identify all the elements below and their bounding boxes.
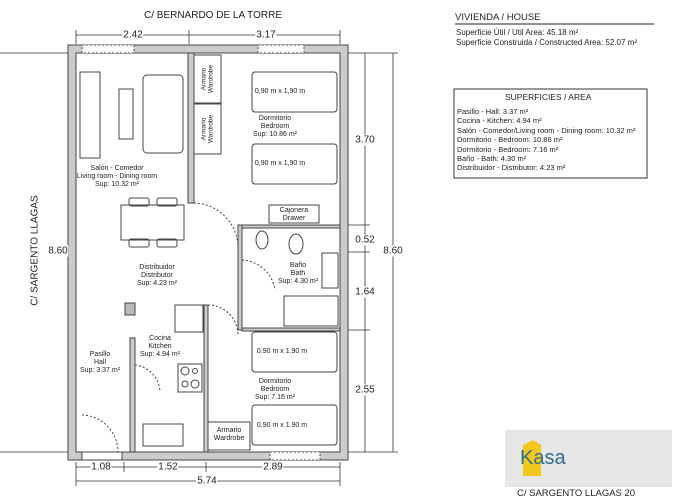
bed-label: 0.90 m x 1.90 m xyxy=(256,422,308,429)
shower xyxy=(283,295,339,327)
bed-label: 0,90 m x 1,90 m xyxy=(254,88,306,95)
kitchen-sink xyxy=(142,423,184,447)
kasa-logo: Kasa xyxy=(520,447,566,469)
door-swing xyxy=(81,414,119,453)
street-left: C/ SARGENTO LLAGAS xyxy=(29,195,41,306)
burner xyxy=(181,380,189,388)
dimension-label: 2.42 xyxy=(122,29,144,41)
window xyxy=(269,451,321,461)
bath-wall xyxy=(241,327,341,332)
window xyxy=(81,44,135,54)
areas-box xyxy=(453,88,648,179)
street-top: C/ BERNARDO DE LA TORRE xyxy=(144,10,282,21)
areas-title: SUPERFICIES / AREA xyxy=(505,92,592,102)
bed-label: 0,90 m x 1,90 m xyxy=(254,160,306,167)
hall-wall xyxy=(129,337,136,453)
dimension-lines xyxy=(0,23,654,486)
bed xyxy=(251,331,338,373)
logo-tag-icon xyxy=(523,440,541,476)
dimension-label: 1.64 xyxy=(354,286,376,298)
burner xyxy=(190,379,200,389)
dining-table xyxy=(120,204,185,241)
bed xyxy=(251,404,338,446)
bath-wall xyxy=(241,224,341,229)
wardrobe xyxy=(193,54,222,104)
bed xyxy=(251,71,338,113)
dimension-label: 8.60 xyxy=(47,245,69,257)
door-swing xyxy=(193,202,239,249)
column xyxy=(124,302,136,316)
dimension-label: 1.52 xyxy=(157,461,179,473)
bed-label: 0.90 m x 1.90 m xyxy=(256,348,308,355)
burner xyxy=(180,366,190,376)
entrance-door xyxy=(81,451,123,461)
house-title: VIVIENDA / HOUSE xyxy=(455,12,541,23)
built-area: Superficie Construida / Constructed Area… xyxy=(456,38,637,47)
dimension-label: 3.70 xyxy=(354,134,376,146)
hob xyxy=(177,363,203,393)
coffee-table xyxy=(118,88,134,140)
sink xyxy=(321,252,339,289)
dimension-label: 3.17 xyxy=(255,29,277,41)
chair xyxy=(128,238,150,248)
wall xyxy=(187,52,195,204)
bed xyxy=(251,143,338,185)
dimension-label: 2.89 xyxy=(262,461,284,473)
wardrobe xyxy=(207,421,251,451)
chair xyxy=(128,197,150,207)
burner xyxy=(192,368,198,374)
drawer xyxy=(268,204,320,224)
fridge xyxy=(174,304,204,333)
kitchen-wall xyxy=(203,304,209,453)
street-bottom: C/ SARGENTO LLAGAS 20 xyxy=(517,488,636,499)
bidet xyxy=(255,230,269,250)
useful-area: Superficie Útil / Util Area: 45.18 m² xyxy=(456,28,579,37)
door-swing xyxy=(207,304,239,336)
toilet xyxy=(288,233,304,255)
sofa xyxy=(142,74,184,154)
dimension-label: 5.74 xyxy=(196,475,218,487)
chair xyxy=(156,238,178,248)
bath-wall xyxy=(237,224,243,331)
wardrobe xyxy=(193,103,222,155)
dimension-label: 2.55 xyxy=(354,384,376,396)
dimension-label: 0.52 xyxy=(354,234,376,246)
tv-unit xyxy=(79,71,101,159)
door-swing xyxy=(134,364,161,393)
dimension-label: 1.08 xyxy=(90,461,112,473)
chair xyxy=(156,197,178,207)
window xyxy=(257,44,305,54)
dimension-label: 8.60 xyxy=(382,245,404,257)
door-swing xyxy=(241,259,276,291)
